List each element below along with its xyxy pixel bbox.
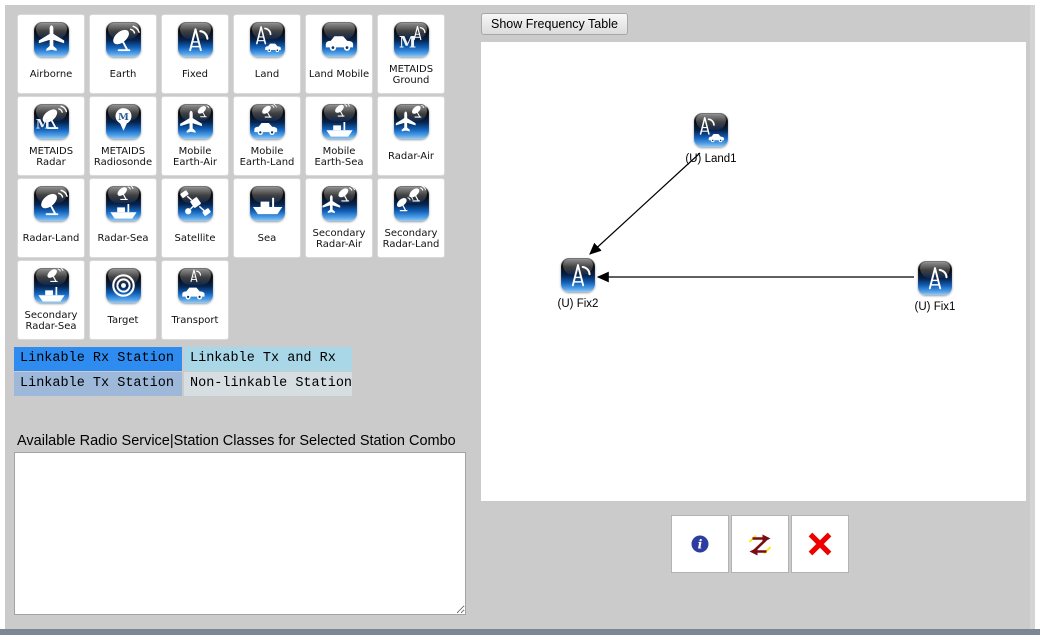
satellite-icon <box>177 186 213 221</box>
secondary-radar-land-icon <box>393 186 429 221</box>
link-arrows-icon <box>748 534 772 556</box>
palette-item-label: Satellite <box>174 233 216 245</box>
fixed-icon <box>918 261 952 295</box>
palette-item-label: Sea <box>257 233 277 245</box>
palette-item-secondary-radar-sea[interactable]: Secondary Radar-Sea <box>17 260 85 340</box>
palette-item-label: Radar-Land <box>22 233 80 245</box>
palette-item-label: Radar-Air <box>388 151 434 163</box>
palette-item-label: Secondary Radar-Land <box>382 227 440 251</box>
info-icon: i <box>691 535 709 553</box>
metaids-radar-icon: M <box>33 104 69 139</box>
transport-icon <box>177 268 213 303</box>
radar-sea-icon <box>105 186 141 221</box>
palette-item-mobile-earth-sea[interactable]: Mobile Earth-Sea <box>305 96 373 176</box>
mobile-earth-sea-icon <box>321 104 357 139</box>
canvas-node-land1[interactable] <box>694 113 728 147</box>
right-edge-strip <box>1030 5 1035 629</box>
mobile-earth-air-icon <box>177 104 213 139</box>
palette-item-label: METAIDS Radiosonde <box>93 145 153 169</box>
legend-item-1: Linkable Rx Station <box>14 347 182 371</box>
palette-item-label: METAIDS Ground <box>388 63 434 87</box>
canvas-node-label-land1: (U) Land1 <box>685 153 737 165</box>
svg-text:i: i <box>698 537 703 552</box>
palette-item-label: Secondary Radar-Sea <box>24 309 78 333</box>
palette-item-fixed[interactable]: Fixed <box>161 14 229 94</box>
palette-item-land[interactable]: Land <box>233 14 301 94</box>
services-panel-label: Available Radio Service|Station Classes … <box>17 433 456 449</box>
palette-item-radar-land[interactable]: Radar-Land <box>17 178 85 258</box>
canvas-node-label-fix2: (U) Fix2 <box>557 298 599 310</box>
legend-item-4: Non-linkable Station <box>184 372 352 396</box>
svg-text:M: M <box>118 112 129 123</box>
svg-text:M: M <box>399 32 416 51</box>
delete-x-icon <box>808 532 832 556</box>
canvas-node-fix2[interactable] <box>561 258 595 292</box>
link-diagram-canvas[interactable]: (U) Land1 (U) Fix2 (U) Fix1 <box>481 42 1026 501</box>
link-button[interactable] <box>731 515 789 573</box>
secondary-radar-sea-icon <box>33 268 69 303</box>
link-lines-layer <box>589 152 914 283</box>
canvas-node-label-fix1: (U) Fix1 <box>914 301 956 313</box>
palette-item-target[interactable]: Target <box>89 260 157 340</box>
palette-item-label: Land Mobile <box>308 69 370 81</box>
delete-button[interactable] <box>791 515 849 573</box>
mobile-earth-land-icon <box>249 104 285 139</box>
palette-item-sea[interactable]: Sea <box>233 178 301 258</box>
palette-item-label: Secondary Radar-Air <box>312 227 366 251</box>
palette-item-label: Mobile Earth-Air <box>173 145 217 169</box>
palette-item-earth[interactable]: Earth <box>89 14 157 94</box>
land-mobile-icon <box>321 22 357 57</box>
palette-item-mobile-earth-air[interactable]: Mobile Earth-Air <box>161 96 229 176</box>
radar-air-icon <box>393 104 429 139</box>
radar-land-icon <box>33 186 69 221</box>
palette-item-secondary-radar-air[interactable]: Secondary Radar-Air <box>305 178 373 258</box>
canvas-toolbar: i <box>671 515 851 573</box>
palette-item-satellite[interactable]: Satellite <box>161 178 229 258</box>
metaids-ground-icon: M <box>393 22 429 57</box>
sea-icon <box>249 186 285 221</box>
palette-item-land-mobile[interactable]: Land Mobile <box>305 14 373 94</box>
palette-item-transport[interactable]: Transport <box>161 260 229 340</box>
metaids-radiosonde-icon: M <box>105 104 141 139</box>
palette-item-label: Transport <box>171 315 219 327</box>
secondary-radar-air-icon <box>321 186 357 221</box>
palette-item-radar-air[interactable]: Radar-Air <box>377 96 445 176</box>
palette-item-label: Mobile Earth-Sea <box>314 145 364 169</box>
airborne-icon <box>33 22 69 57</box>
land-icon <box>694 113 728 147</box>
target-icon <box>105 268 141 303</box>
palette-item-secondary-radar-land[interactable]: Secondary Radar-Land <box>377 178 445 258</box>
palette-item-label: METAIDS Radar <box>28 145 74 169</box>
palette-item-label: Target <box>107 315 139 327</box>
palette-item-airborne[interactable]: Airborne <box>17 14 85 94</box>
palette-item-label: Airborne <box>29 69 73 81</box>
fixed-icon <box>177 22 213 57</box>
palette-item-label: Earth <box>109 69 137 81</box>
palette-item-metaids-ground[interactable]: M METAIDS Ground <box>377 14 445 94</box>
land-icon <box>249 22 285 57</box>
services-list-textarea[interactable] <box>14 452 466 615</box>
palette-item-metaids-radar[interactable]: M METAIDS Radar <box>17 96 85 176</box>
link-arrow-land1-to-fix2 <box>589 152 701 255</box>
earth-icon <box>105 22 141 57</box>
canvas-node-fix1[interactable] <box>918 261 952 295</box>
palette-item-label: Land <box>254 69 280 81</box>
palette-item-label: Radar-Sea <box>97 233 149 245</box>
legend-item-2: Linkable Tx and Rx <box>184 347 352 371</box>
palette-item-mobile-earth-land[interactable]: Mobile Earth-Land <box>233 96 301 176</box>
fixed-icon <box>561 258 595 292</box>
palette-item-label: Fixed <box>182 69 208 81</box>
show-frequency-table-button[interactable]: Show Frequency Table <box>481 13 628 35</box>
palette-item-label: Mobile Earth-Land <box>239 145 295 169</box>
info-button[interactable]: i <box>671 515 729 573</box>
palette-item-radar-sea[interactable]: Radar-Sea <box>89 178 157 258</box>
palette-item-metaids-radiosonde[interactable]: M METAIDS Radiosonde <box>89 96 157 176</box>
legend-item-3: Linkable Tx Station <box>14 372 182 396</box>
svg-text:M: M <box>35 118 50 133</box>
bottom-status-bar <box>0 629 1040 635</box>
